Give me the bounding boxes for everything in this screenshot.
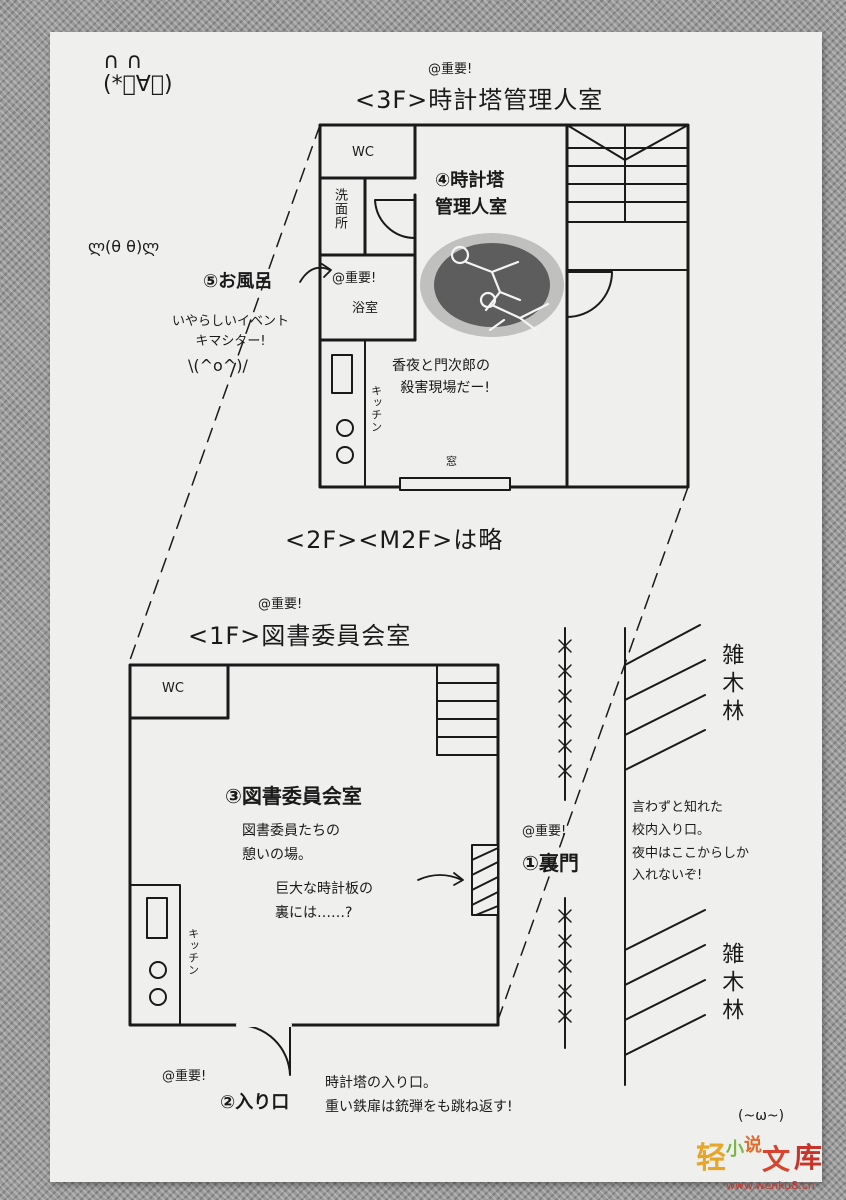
floor1-title: <1F>図書委員会室	[188, 622, 412, 650]
kaomoji-bottom-right: (~ω~)	[738, 1108, 785, 1124]
watermark-url: www.wenku8.cn	[726, 1179, 815, 1192]
watermark-char: 库	[794, 1141, 823, 1174]
floor3-stair-door	[566, 271, 613, 318]
back-gate-label: ①裏門	[522, 851, 579, 875]
floor1-clock-board	[471, 844, 499, 916]
back-gate-fence-marks	[558, 639, 572, 1023]
back-gate-note: 言わずと知れた 校内入り口。 夜中はここからしか 入れないぞ!	[632, 800, 750, 884]
floor3-bath-important-tag: @重要!	[332, 271, 377, 286]
back-gate-important-tag: @重要!	[522, 824, 567, 839]
watermark-char: 轻	[696, 1141, 726, 1176]
crime-scene-illustration	[420, 233, 564, 337]
floor3-title: <3F>時計塔管理人室	[355, 86, 604, 114]
thicket-label-upper: 雑木林	[718, 643, 744, 727]
entrance-label: ②入り口	[220, 1092, 290, 1113]
kaomoji-top-left: ∩ ∩ (*ﾟ∀ﾟ)	[103, 49, 173, 98]
floor3-wet-area	[318, 123, 417, 342]
floor1-wc-block	[128, 663, 230, 720]
watermark-logo: 轻 小 说 文 库 www.wenku8.cn	[696, 1135, 842, 1198]
floor3-important-tag: @重要!	[428, 62, 473, 77]
floor3-kitchen-counter	[331, 339, 366, 488]
floor3-window	[399, 477, 511, 491]
floor1-kitchen-label: キッチン	[186, 928, 200, 976]
thicket-label-lower: 雑木林	[718, 942, 744, 1026]
floor1-wc-label: WC	[162, 681, 184, 696]
entrance-important-tag: @重要!	[162, 1069, 207, 1084]
floor3-washroom-door	[374, 199, 416, 240]
floor1-important-tag: @重要!	[258, 597, 303, 612]
perspective-lines	[129, 124, 689, 1021]
watermark-char: 小	[726, 1139, 744, 1160]
floor3-room-label: ④時計塔 管理人室	[435, 170, 507, 218]
thicket-lines	[624, 624, 706, 1086]
floor3-kitchen-label: キッチン	[369, 385, 383, 433]
floor3-bath-label: 浴室	[352, 301, 379, 316]
floor1-staircase	[436, 664, 499, 756]
floor3-staircase	[566, 124, 689, 271]
floor1-clock-note: 巨大な時計板の 裏には……?	[275, 881, 373, 921]
watermark-char: 文	[762, 1143, 791, 1176]
paper-sheet	[50, 32, 822, 1182]
floor2-omitted-note: <2F><M2F>は略	[285, 526, 504, 554]
floor3-murder-note: 香夜と門次郎の 殺害現場だー!	[392, 358, 490, 397]
floor3-washroom-label: 洗面所	[331, 188, 347, 230]
watermark-char: 说	[744, 1135, 762, 1156]
floor1-entrance-door	[237, 1024, 291, 1076]
callout-arrows	[299, 263, 464, 886]
kaomoji-left-mid: ლ(θ θ)ლ	[88, 237, 160, 256]
bath-callout-note: いやらしいイベント キマシター!	[172, 314, 290, 350]
floor3-window-label: 窓	[446, 455, 457, 468]
floor1-kitchen-counter	[129, 884, 181, 1026]
entrance-note: 時計塔の入り口。 重い鉄扉は銃弾をも跳ね返す!	[325, 1075, 513, 1115]
kaomoji-cheer: \(^o^)/	[188, 356, 248, 375]
floor1-room-note: 図書委員たちの 憩いの場。	[242, 823, 340, 863]
floor1-room-label: ③図書委員会室	[225, 784, 362, 808]
bath-callout-title: ⑤お風呂	[203, 271, 273, 292]
floor3-wc-label: WC	[352, 145, 374, 160]
